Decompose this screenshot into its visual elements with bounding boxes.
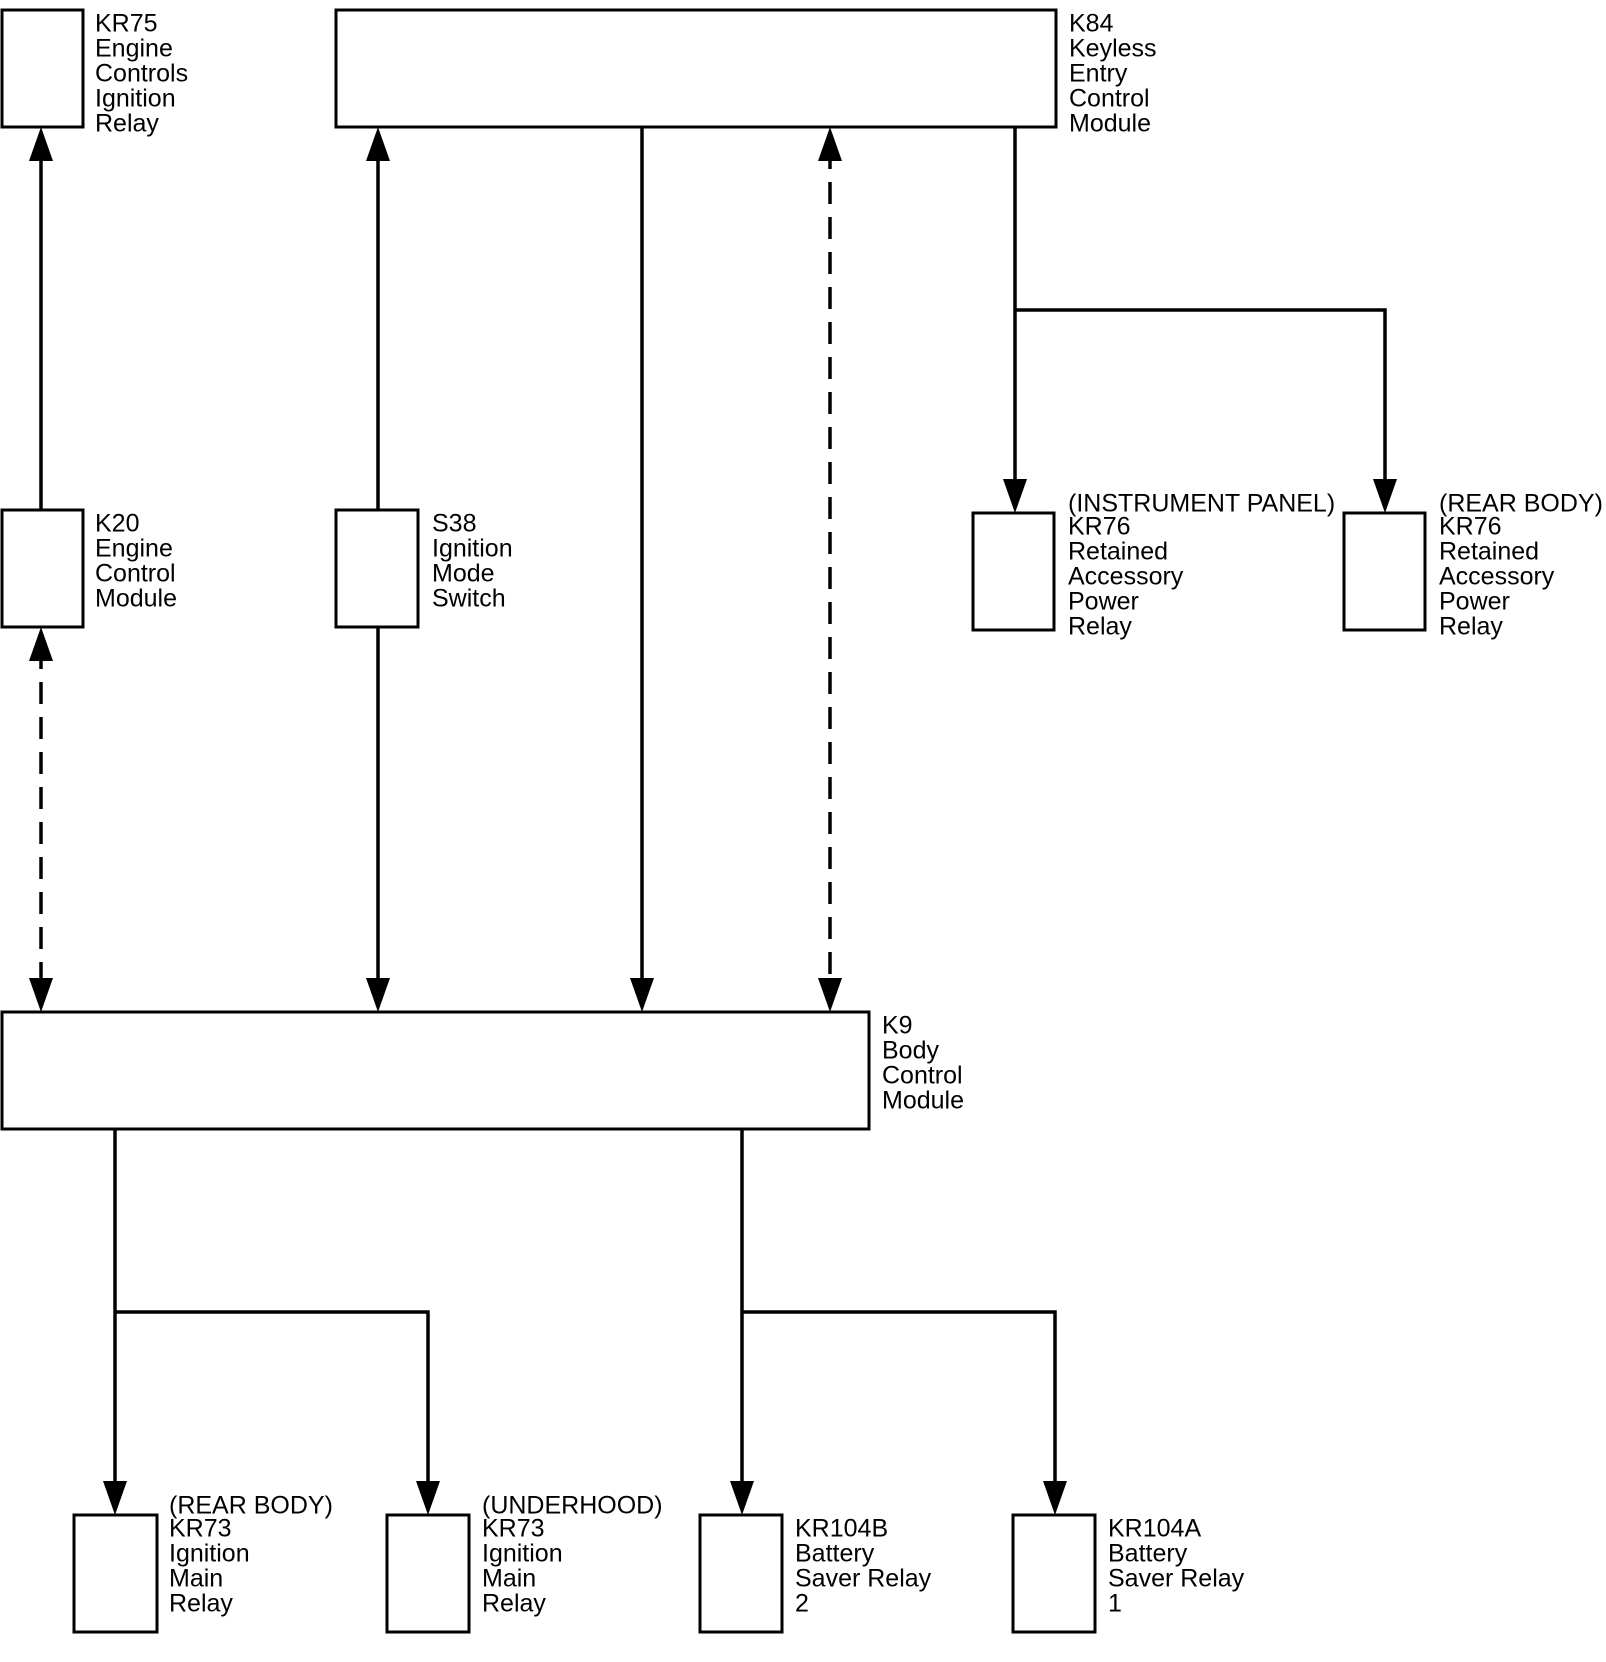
k20-box xyxy=(0,508,85,629)
arrowhead-k84-to-kr76-rb xyxy=(1373,479,1397,513)
kr73-uh-label-line: KR73 xyxy=(482,1515,545,1543)
k9-label-line: Control xyxy=(882,1062,963,1090)
k9-label-line: Module xyxy=(882,1087,964,1115)
kr76-rb-label-line: KR76 xyxy=(1439,513,1502,541)
k9-label-line: K9 xyxy=(882,1012,913,1040)
k9-label-line: Body xyxy=(882,1037,939,1065)
kr73-uh-label-line: Relay xyxy=(482,1590,546,1618)
kr73-rb-label-line: Ignition xyxy=(169,1540,250,1568)
kr104a-label-line: Saver Relay xyxy=(1108,1565,1245,1593)
arrowhead-s38-to-k84 xyxy=(366,127,390,161)
kr104b-label-line: KR104B xyxy=(795,1515,888,1543)
kr75-label-line: Controls xyxy=(95,60,188,88)
k84-box xyxy=(334,8,1058,129)
k20-label-line: Engine xyxy=(95,535,173,563)
k9-box xyxy=(0,1010,871,1131)
kr75-label-line: Ignition xyxy=(95,85,176,113)
kr76-rb-label-line: Accessory xyxy=(1439,563,1555,591)
kr76-ip-label-line: KR76 xyxy=(1068,513,1131,541)
kr104a-box xyxy=(1011,1513,1097,1634)
kr76-rb-label-line: Retained xyxy=(1439,538,1539,566)
wire-k84-to-kr76-rb xyxy=(1015,308,1387,493)
kr76-rb-label-line: Power xyxy=(1439,588,1510,616)
kr75-label-line: Engine xyxy=(95,35,173,63)
kr104a-label-line: KR104A xyxy=(1108,1515,1201,1543)
arrowhead-s38-to-k9 xyxy=(366,978,390,1012)
arrowhead-k9-to-kr73-rb xyxy=(103,1481,127,1515)
arrowhead-k84-to-kr76-ip xyxy=(1003,479,1027,513)
kr76-rb-label-line: Relay xyxy=(1439,613,1503,641)
kr104a-label-line: 1 xyxy=(1108,1590,1122,1618)
kr76-ip-label-line: Accessory xyxy=(1068,563,1184,591)
s38-label-line: Switch xyxy=(432,585,506,613)
kr76-ip-location-label: (INSTRUMENT PANEL) xyxy=(1068,490,1335,518)
s38-label-line: S38 xyxy=(432,510,476,538)
kr73-rb-label-line: KR73 xyxy=(169,1515,232,1543)
kr73-rb-location-label: (REAR BODY) xyxy=(169,1492,333,1520)
kr73-uh-label-line: Main xyxy=(482,1565,536,1593)
connections xyxy=(39,127,1387,1495)
arrowhead-k20-to-kr75 xyxy=(29,127,53,161)
kr104b-box xyxy=(698,1513,784,1634)
s38-label-line: Mode xyxy=(432,560,495,588)
arrowhead-k84-to-k9 xyxy=(818,978,842,1012)
wire-k9-to-kr104a xyxy=(742,1310,1057,1495)
kr75-label-line: Relay xyxy=(95,110,159,138)
kr73-uh-location-label: (UNDERHOOD) xyxy=(482,1492,663,1520)
kr104b-label-line: Saver Relay xyxy=(795,1565,932,1593)
k84-label-line: Keyless xyxy=(1069,35,1157,63)
kr76-ip-label-line: Relay xyxy=(1068,613,1132,641)
k20-label-line: K20 xyxy=(95,510,139,538)
arrowhead-k9-to-kr73-uh xyxy=(416,1481,440,1515)
s38-box xyxy=(334,508,420,629)
arrowhead-k9-to-k20 xyxy=(29,627,53,661)
k84-label-line: Module xyxy=(1069,110,1151,138)
kr76-ip-label-line: Power xyxy=(1068,588,1139,616)
kr76-rb-location-label: (REAR BODY) xyxy=(1439,490,1603,518)
k20-label-line: Control xyxy=(95,560,176,588)
arrowhead-k84-to-k9 xyxy=(630,978,654,1012)
arrowhead-k9-to-k84 xyxy=(818,127,842,161)
arrowhead-k9-to-kr104b xyxy=(730,1481,754,1515)
kr104b-label-line: Battery xyxy=(795,1540,875,1568)
k84-label-line: Entry xyxy=(1069,60,1128,88)
kr73-rb-label-line: Relay xyxy=(169,1590,233,1618)
kr104a-label-line: Battery xyxy=(1108,1540,1188,1568)
kr76-ip-box xyxy=(971,511,1056,632)
arrowhead-k9-to-kr104a xyxy=(1043,1481,1067,1515)
kr76-ip-label-line: Retained xyxy=(1068,538,1168,566)
kr73-rb-label-line: Main xyxy=(169,1565,223,1593)
k20-label-line: Module xyxy=(95,585,177,613)
kr104b-label-line: 2 xyxy=(795,1590,809,1618)
component-kr76-rb: (REAR BODY)KR76RetainedAccessoryPowerRel… xyxy=(1342,490,1603,641)
arrowhead-k20-to-k9 xyxy=(29,978,53,1012)
kr73-uh-box xyxy=(385,1513,471,1634)
kr75-label-line: KR75 xyxy=(95,10,158,38)
kr73-uh-label-line: Ignition xyxy=(482,1540,563,1568)
k84-label-line: K84 xyxy=(1069,10,1114,38)
kr75-box xyxy=(0,8,85,129)
kr76-rb-box xyxy=(1342,511,1427,632)
s38-label-line: Ignition xyxy=(432,535,513,563)
kr73-rb-box xyxy=(72,1513,159,1634)
k84-label-line: Control xyxy=(1069,85,1150,113)
component-kr76-ip: (INSTRUMENT PANEL)KR76RetainedAccessoryP… xyxy=(971,490,1335,641)
wire-k9-to-kr73-uh xyxy=(115,1310,430,1495)
